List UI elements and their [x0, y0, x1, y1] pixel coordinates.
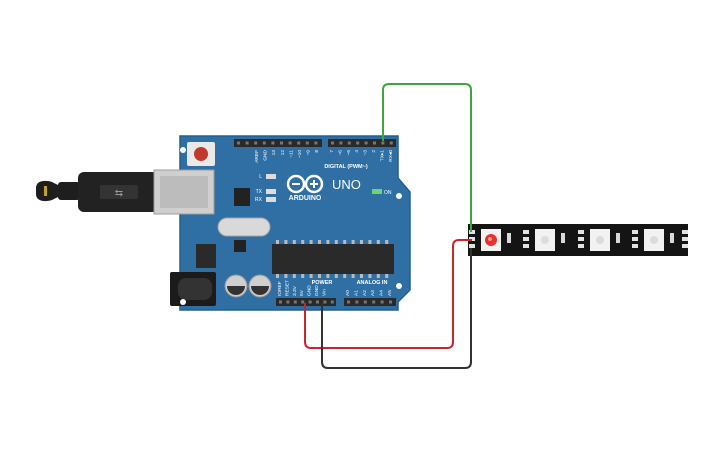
analog-header-label: ANALOG IN	[357, 280, 388, 286]
reset-button-cap[interactable]	[194, 147, 208, 161]
pin-label: ~11	[288, 150, 294, 158]
pin-label: 4	[354, 150, 360, 153]
led-strip[interactable]	[468, 224, 688, 256]
pin-label: A1	[353, 290, 359, 296]
pin-label: 7	[329, 150, 335, 153]
led-unlit	[650, 236, 658, 244]
led-rx	[266, 197, 276, 202]
led-on	[372, 189, 382, 194]
pin-label: 2	[371, 150, 377, 153]
digital-header-left[interactable]	[234, 139, 322, 147]
led-unlit	[596, 236, 604, 244]
pin-label: GND	[314, 285, 320, 296]
chip-legs	[276, 240, 389, 278]
pin-label: RESET	[284, 280, 290, 296]
mounting-hole	[180, 299, 186, 305]
digital-header-right[interactable]	[328, 139, 396, 147]
regulator-chip	[234, 240, 246, 252]
led-rx-label: RX	[255, 197, 263, 203]
led-unlit	[541, 236, 549, 244]
arduino-logo-icon	[286, 174, 324, 194]
header-pin-holes	[237, 141, 393, 304]
pin-label: ~10	[297, 150, 303, 158]
board-name: ARDUINO	[289, 195, 322, 202]
pin-label: GND	[307, 285, 313, 296]
pin-label: 12	[280, 150, 286, 156]
pin-label: RX◂0	[388, 150, 394, 162]
atmega-chip	[272, 244, 394, 274]
pin-label: 5V	[299, 289, 305, 296]
pin-label: IOREF	[277, 281, 283, 296]
pin-label: A3	[370, 290, 376, 296]
pin-label: 3.3V	[292, 285, 298, 296]
power-header-label: POWER	[312, 280, 333, 286]
led-tx-label: TX	[256, 189, 263, 195]
mounting-hole	[396, 283, 402, 289]
power-header[interactable]	[276, 298, 336, 306]
wire-green-data[interactable]	[382, 83, 472, 232]
led-tx	[266, 189, 276, 194]
usb-chip	[234, 188, 250, 206]
pin-label: ~5	[346, 150, 352, 156]
pin-label: AREF	[254, 150, 260, 163]
mounting-hole	[396, 193, 402, 199]
voltage-regulator	[196, 244, 216, 268]
pin-label: 13	[271, 150, 277, 156]
strip-leds	[481, 229, 664, 251]
pin-label: ~3	[363, 150, 369, 156]
pin-label: ~6	[337, 150, 343, 156]
led-l-label: L	[259, 174, 262, 180]
usb-symbol-icon: ⇆	[115, 188, 123, 199]
digital-header-label: DIGITAL (PWM~)	[324, 164, 368, 170]
pin-label: TX▸1	[379, 150, 385, 162]
pin-label: Vin	[321, 289, 327, 296]
mounting-hole	[180, 147, 186, 153]
pin-label: A5	[387, 290, 393, 296]
usb-cable[interactable]: ⇆	[36, 172, 158, 212]
analog-header[interactable]	[344, 298, 396, 306]
crystal-oscillator	[217, 217, 271, 237]
led-on-label: ON	[384, 190, 392, 196]
pin-label: GND	[263, 149, 269, 160]
led-l	[266, 174, 276, 179]
wire-red-power[interactable]	[304, 239, 472, 349]
wire-black-ground[interactable]	[321, 248, 472, 369]
pin-label: ~9	[306, 150, 312, 156]
pin-label: A2	[362, 290, 368, 296]
pin-label: 8	[314, 150, 320, 153]
pin-label: A0	[345, 290, 351, 296]
board-model: UNO	[332, 177, 361, 192]
pin-label: A4	[379, 290, 385, 296]
